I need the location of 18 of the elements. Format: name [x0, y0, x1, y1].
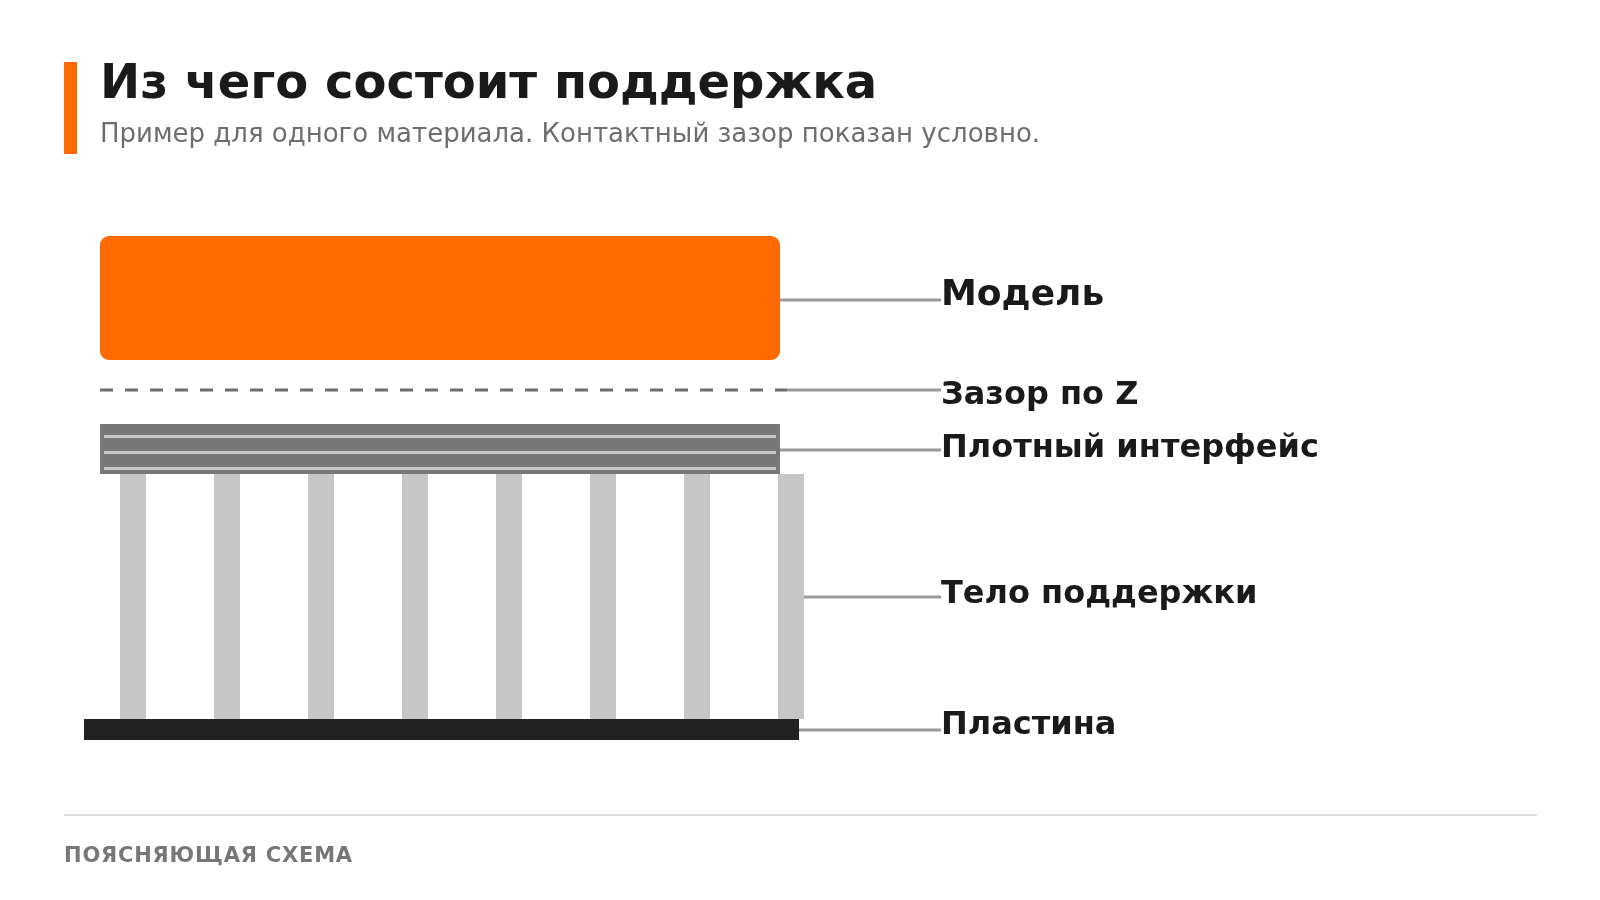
part-label: Пластина — [941, 705, 1117, 743]
leader-line — [780, 298, 941, 302]
leader-line — [780, 448, 941, 452]
leader-line — [799, 728, 941, 732]
model-block — [100, 236, 780, 360]
subtitle: Пример для одного материала. Контактный зазор показан условно. — [100, 118, 1041, 149]
build-plate — [84, 719, 799, 740]
part-label: Тело поддержки — [941, 574, 1258, 612]
leader-line — [787, 388, 941, 392]
part-label: Модель — [941, 272, 1105, 314]
support-pillars-drawing — [120, 474, 804, 719]
part-label: Плотный интерфейс — [941, 428, 1319, 466]
part-label: Зазор по Z — [941, 375, 1139, 413]
gap-line — [100, 388, 787, 392]
footer-label: ПОЯСНЯЮЩАЯ СХЕМА — [64, 843, 353, 868]
title: Из чего состоит поддержка — [100, 54, 878, 110]
interface-layer — [100, 424, 780, 474]
leader-line — [804, 595, 941, 599]
